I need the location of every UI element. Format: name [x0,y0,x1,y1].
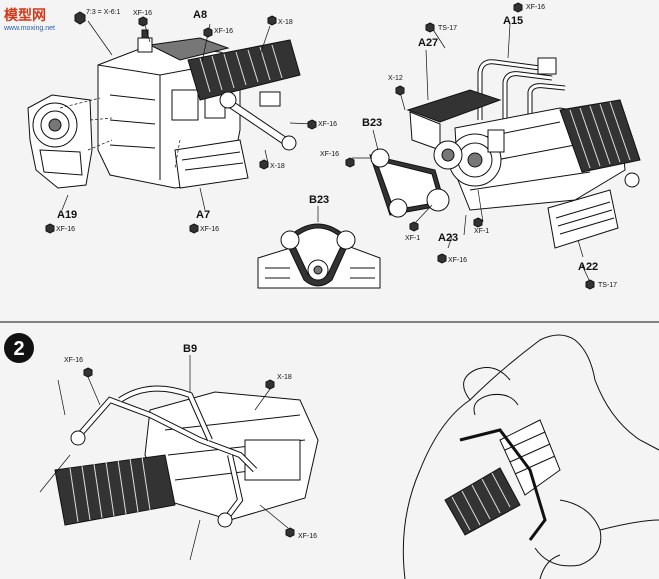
watermark-logo-text: 模型网 [4,7,46,23]
paint-xf1-1: XF-1 [405,235,420,242]
paint-x18-2: X-18 [270,163,285,170]
paint-callouts-right: TS-17 A27 XF-16 A15 X-12 B23 XF-16 XF-1 … [320,2,617,290]
paint-xf16-a23: XF-16 [448,257,467,264]
paint-x6-mix: 7:3 = X-6:1 [86,9,121,16]
paint-xf1-2: XF-1 [474,228,489,235]
paint-x18-s2: X-18 [277,374,292,381]
watermark-logo: 模型网 www.moxing.net [3,7,55,32]
engine-block-right [406,57,641,249]
engine-block-left [27,29,301,189]
label-b23-bottom: B23 [309,194,329,206]
paint-xf16-b23: XF-16 [320,151,339,158]
step-2-badge: 2 [4,333,34,363]
engine-assembly-step2 [39,379,319,561]
paint-ts17-top: TS-17 [438,25,457,32]
label-b23-top: B23 [362,117,382,129]
paint-callouts-left: 7:3 = X-6:1 XF-16 A8 XF-16 X-18 XF-16 X-… [45,9,337,234]
step-2-number: 2 [13,338,24,360]
label-a15: A15 [503,15,523,27]
paint-xf16-s2b: XF-16 [298,533,317,540]
leader-lines-right [352,23,591,283]
paint-xf16-right: XF-16 [318,121,337,128]
b23-belt-exploded [369,140,463,218]
paint-xf16-a8: XF-16 [214,28,233,35]
label-b9: B9 [183,343,197,355]
paint-xf16-a7: XF-16 [200,226,219,233]
paint-x12: X-12 [388,75,403,82]
label-a27: A27 [418,37,438,49]
paint-callouts-step2: XF-16 B9 X-18 XF-16 [64,343,317,540]
label-a7: A7 [196,209,210,221]
label-a19: A19 [57,209,77,221]
label-a8: A8 [193,9,207,21]
paint-xf16-s2: XF-16 [64,357,83,364]
leader-lines-left [59,20,313,211]
paint-xf16-1: XF-16 [133,10,152,17]
b23-belt-inset: B23 [257,194,381,289]
hand-illustration [402,334,659,579]
paint-x18-1: X-18 [278,19,293,26]
paint-xf16-a15: XF-16 [526,4,545,11]
label-a23: A23 [438,232,458,244]
watermark-url: www.moxing.net [3,25,55,32]
cylinder-fins [187,39,301,101]
paint-ts17-a22: TS-17 [598,282,617,289]
label-a22: A22 [578,261,598,273]
paint-xf16-a19: XF-16 [56,226,75,233]
